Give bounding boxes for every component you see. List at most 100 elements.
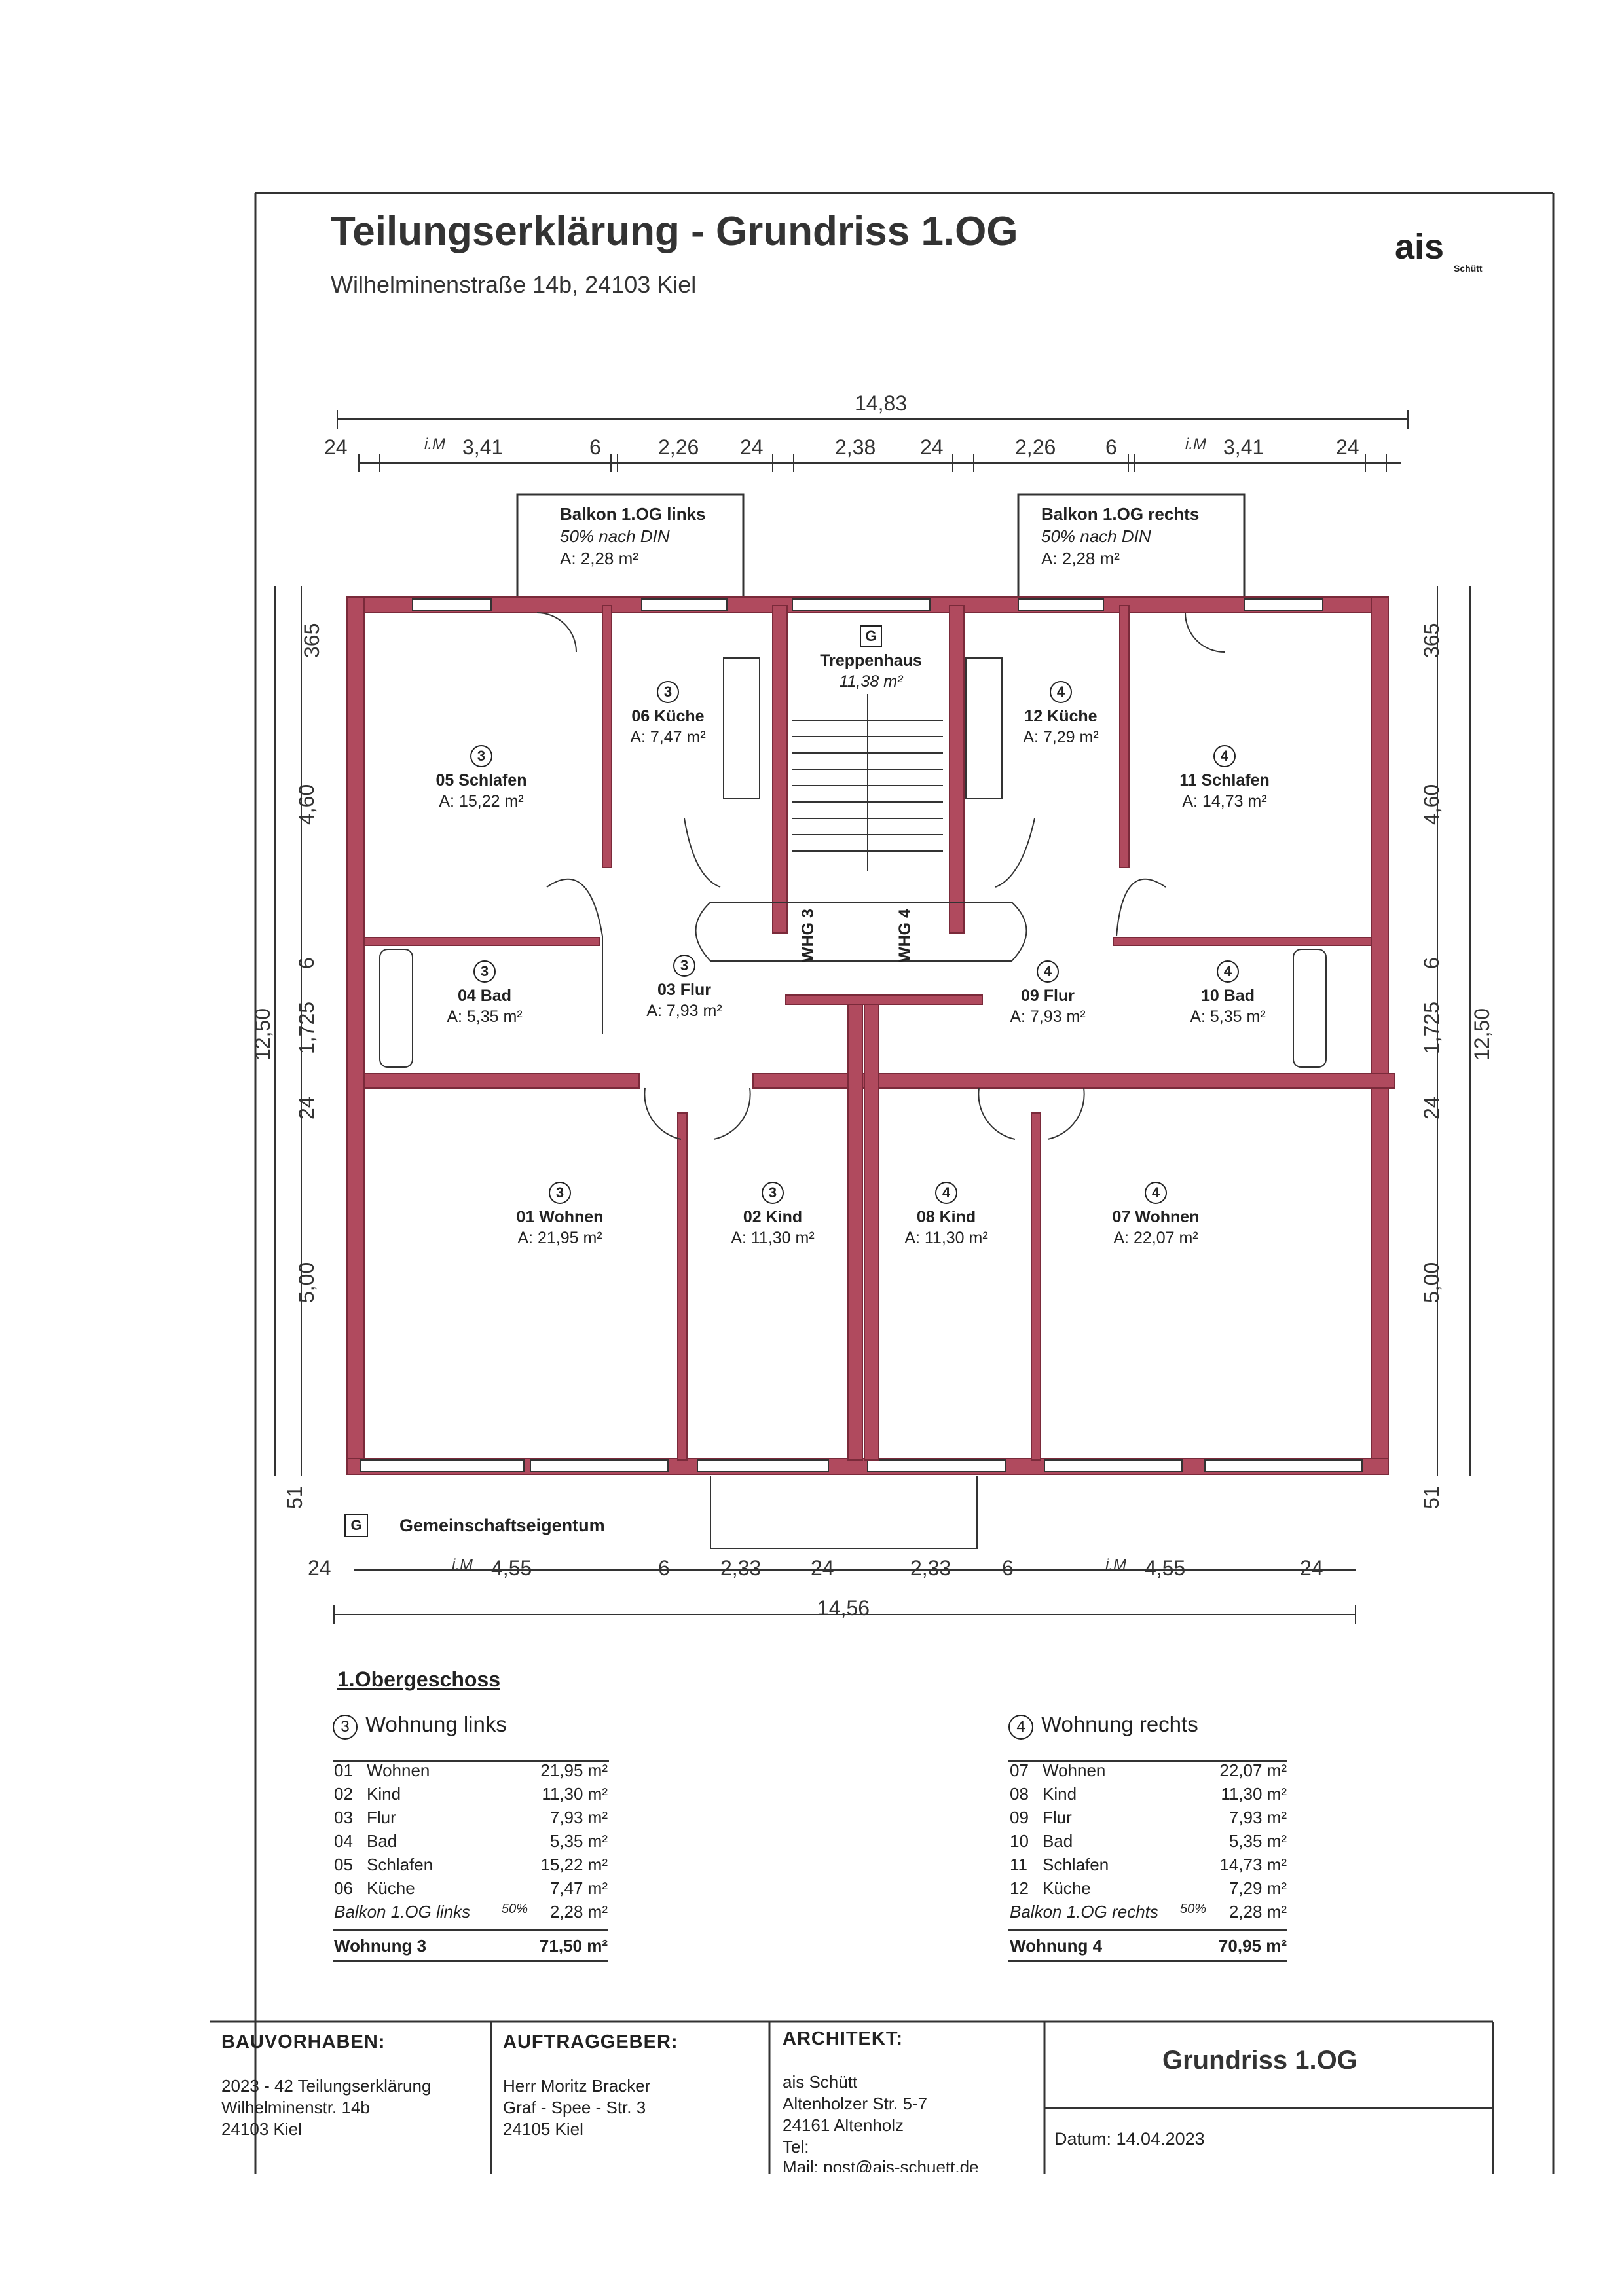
room-unit-badge: 3 bbox=[673, 955, 695, 977]
room-05-schlafen: 3 05 Schlafen A: 15,22 m² bbox=[399, 745, 563, 812]
architekt-line-4: Tel: bbox=[783, 2137, 809, 2157]
room-area: A: 5,35 m² bbox=[447, 1008, 523, 1026]
room-09-flur: 4 09 Flur A: 7,93 m² bbox=[982, 960, 1113, 1027]
dim-top-3: 6 bbox=[589, 435, 601, 459]
room-area: A: 5,35 m² bbox=[1190, 1008, 1266, 1026]
row-area: 7,93 m² bbox=[549, 1808, 608, 1827]
balcony-left-label: Balkon 1.OG links 50% nach DIN A: 2,28 m… bbox=[560, 503, 706, 570]
room-unit-badge: 3 bbox=[473, 960, 496, 983]
row-name: Küche bbox=[367, 1878, 415, 1898]
table-row: 09 Flur 7,93 m² bbox=[1008, 1808, 1287, 1831]
dim-top-11: 24 bbox=[1336, 435, 1359, 459]
room-name: 01 Wohnen bbox=[516, 1208, 604, 1226]
dim-left-3: 6 bbox=[295, 957, 318, 969]
row-no: 06 bbox=[334, 1878, 353, 1898]
row-name: Kind bbox=[1043, 1784, 1077, 1804]
door-swings bbox=[536, 612, 1225, 1140]
row-name: Wohnen bbox=[367, 1760, 430, 1780]
row-name: Bad bbox=[367, 1831, 397, 1851]
auftraggeber-line-1: Herr Moritz Bracker bbox=[503, 2076, 651, 2096]
row-name: Küche bbox=[1043, 1878, 1091, 1898]
dim-bottom-1: 24 bbox=[308, 1556, 331, 1580]
dim-right-7: 51 bbox=[1420, 1485, 1443, 1509]
dim-right-overall: 12,50 bbox=[1470, 1008, 1494, 1061]
row-pct: 50% bbox=[1180, 1902, 1207, 1916]
unit-right-badge: 4 bbox=[1008, 1715, 1033, 1740]
room-name: 02 Kind bbox=[743, 1208, 803, 1226]
dim-right-1: 365 bbox=[1420, 623, 1443, 658]
room-area: A: 14,73 m² bbox=[1182, 792, 1267, 811]
dim-bottom-5: 24 bbox=[811, 1556, 834, 1580]
row-area: 2,28 m² bbox=[549, 1902, 608, 1922]
bauvorhaben-line-1: 2023 - 42 Teilungserklärung bbox=[221, 2076, 432, 2096]
room-unit-badge: 4 bbox=[1037, 960, 1059, 983]
row-area: 11,30 m² bbox=[1221, 1784, 1287, 1804]
row-no: 09 bbox=[1010, 1808, 1029, 1827]
dim-top-overall: 14,83 bbox=[855, 392, 908, 415]
room-name: 12 Küche bbox=[1024, 707, 1098, 725]
architekt-line-2: Altenholzer Str. 5-7 bbox=[783, 2094, 928, 2113]
balcony-right-name: Balkon 1.OG rechts bbox=[1041, 504, 1200, 524]
total-area: 70,95 m² bbox=[1218, 1936, 1287, 1956]
dim-left-6: 5,00 bbox=[295, 1262, 318, 1303]
room-area: A: 7,29 m² bbox=[1023, 728, 1099, 746]
architekt-line-1: ais Schütt bbox=[783, 2072, 858, 2092]
balcony-right-note: 50% nach DIN bbox=[1041, 526, 1151, 546]
dim-bottom-overall: 14,56 bbox=[817, 1596, 870, 1620]
row-no: 10 bbox=[1010, 1831, 1029, 1851]
room-unit-badge: 4 bbox=[1217, 960, 1239, 983]
dim-bottom-2-prefix: i.M bbox=[452, 1556, 473, 1574]
balcony-right-label: Balkon 1.OG rechts 50% nach DIN A: 2,28 … bbox=[1041, 503, 1199, 570]
row-name: Flur bbox=[367, 1808, 396, 1827]
row-name: Bad bbox=[1043, 1831, 1073, 1851]
room-unit-badge: 3 bbox=[657, 681, 679, 703]
total-label: Wohnung 3 bbox=[334, 1936, 427, 1956]
row-area: 7,93 m² bbox=[1228, 1808, 1287, 1827]
dim-right-2: 4,60 bbox=[1420, 784, 1443, 825]
room-11-schlafen: 4 11 Schlafen A: 14,73 m² bbox=[1143, 745, 1306, 812]
staircase bbox=[695, 694, 1027, 962]
room-area: A: 22,07 m² bbox=[1113, 1229, 1198, 1247]
room-12-kueche: 4 12 Küche A: 7,29 m² bbox=[999, 681, 1123, 748]
row-area: 14,73 m² bbox=[1219, 1855, 1287, 1874]
dim-left-7: 51 bbox=[283, 1485, 306, 1509]
ais-logo-sub: Schütt bbox=[1454, 263, 1483, 274]
room-name: 06 Küche bbox=[631, 707, 705, 725]
row-area: 2,28 m² bbox=[1228, 1902, 1287, 1922]
room-area: A: 7,47 m² bbox=[630, 728, 706, 746]
auftraggeber-label: AUFTRAGGEBER: bbox=[503, 2032, 678, 2052]
common-property-symbol: G bbox=[344, 1514, 368, 1537]
dim-bottom-6: 2,33 bbox=[910, 1556, 951, 1580]
plan-date: Datum: 14.04.2023 bbox=[1054, 2129, 1205, 2149]
dim-top-2: 3,41 bbox=[462, 435, 504, 459]
document-address: Wilhelminenstraße 14b, 24103 Kiel bbox=[331, 271, 697, 298]
dim-left-4: 1,725 bbox=[295, 1001, 318, 1054]
row-no: 07 bbox=[1010, 1760, 1029, 1780]
room-unit-badge: 4 bbox=[935, 1182, 957, 1204]
room-area: A: 21,95 m² bbox=[517, 1229, 602, 1247]
balcony-left-note: 50% nach DIN bbox=[560, 526, 670, 546]
row-area: 22,07 m² bbox=[1219, 1760, 1287, 1780]
dim-top-6: 2,38 bbox=[835, 435, 876, 459]
page-frame bbox=[254, 192, 1555, 2174]
row-name: Balkon 1.OG rechts bbox=[1010, 1902, 1158, 1922]
windows bbox=[360, 598, 1363, 1472]
row-no: 12 bbox=[1010, 1878, 1029, 1898]
unit-left-title: Wohnung links bbox=[365, 1712, 507, 1736]
row-area: 5,35 m² bbox=[549, 1831, 608, 1851]
room-03-flur: 3 03 Flur A: 7,93 m² bbox=[619, 955, 750, 1021]
row-name: Wohnen bbox=[1043, 1760, 1106, 1780]
room-unit-badge: 3 bbox=[470, 745, 492, 767]
floor-section-title: 1.Obergeschoss bbox=[337, 1667, 500, 1691]
row-name: Flur bbox=[1043, 1808, 1072, 1827]
dim-left-2: 4,60 bbox=[295, 784, 318, 825]
room-unit-badge: 4 bbox=[1213, 745, 1236, 767]
